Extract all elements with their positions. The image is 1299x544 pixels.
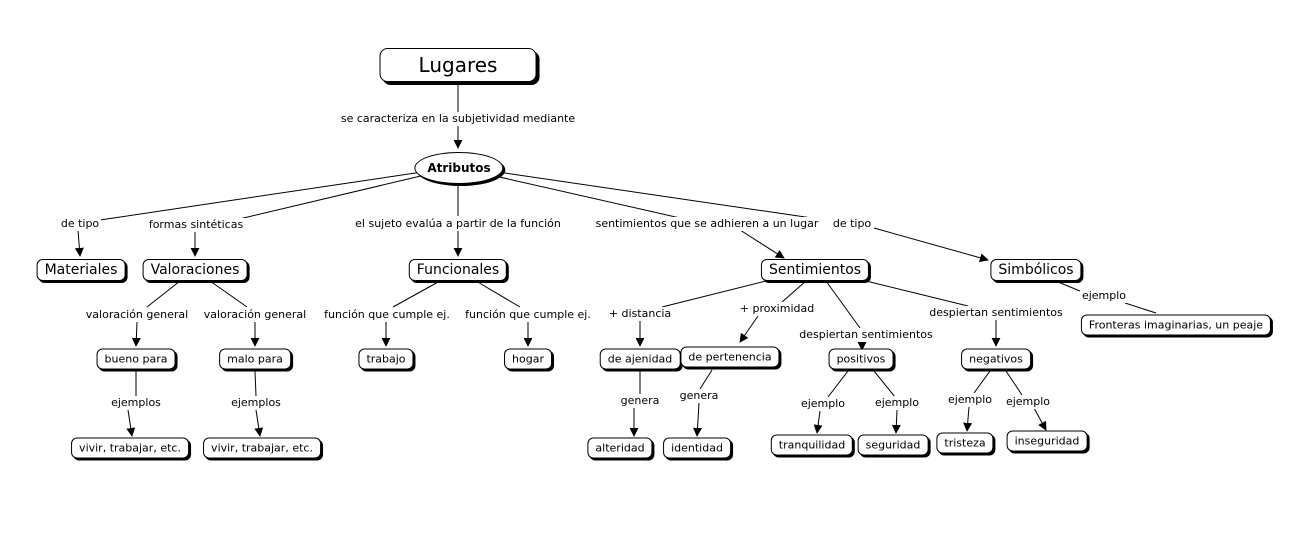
node-inseguridad[interactable]: inseguridad [1006, 430, 1088, 452]
node-positivos[interactable]: positivos [828, 348, 894, 370]
link-ejemplo-positivos-1: ejemplo [798, 397, 848, 411]
node-tristeza[interactable]: tristeza [936, 432, 994, 454]
node-negativos[interactable]: negativos [961, 348, 1031, 370]
link-sentimientos-adhieren: sentimientos que se adhieren a un lugar [593, 217, 821, 231]
link-ejemplo-simbolicos: ejemplo [1079, 289, 1129, 303]
link-valoracion-general-2: valoración general [201, 308, 309, 322]
node-tranquilidad[interactable]: tranquilidad [770, 434, 854, 456]
link-de-tipo-2: de tipo [830, 217, 874, 231]
link-despiertan-2: despiertan sentimientos [927, 306, 1065, 320]
link-genera-2: genera [677, 389, 721, 403]
node-vivir-2[interactable]: vivir, trabajar, etc. [203, 437, 321, 459]
link-sujeto-evalua: el sujeto evalúa a partir de la función [353, 217, 563, 231]
node-bueno-para[interactable]: bueno para [96, 348, 176, 370]
link-caracteriza: se caracteriza en la subjetividad median… [338, 112, 578, 126]
link-mas-proximidad: + proximidad [737, 302, 817, 316]
node-simbolicos[interactable]: Simbólicos [990, 259, 1082, 281]
node-seguridad[interactable]: seguridad [857, 434, 929, 456]
node-materiales[interactable]: Materiales [36, 259, 126, 281]
link-ejemplos-2: ejemplos [229, 396, 283, 410]
link-ejemplos-1: ejemplos [109, 396, 163, 410]
link-mas-distancia: + distancia [606, 307, 674, 321]
link-ejemplo-negativos-2: ejemplo [1003, 395, 1053, 409]
node-de-ajenidad[interactable]: de ajenidad [599, 348, 681, 370]
node-alteridad[interactable]: alteridad [587, 437, 653, 459]
node-valoraciones[interactable]: Valoraciones [142, 259, 248, 281]
node-malo-para[interactable]: malo para [219, 348, 291, 370]
link-ejemplo-negativos-1: ejemplo [945, 393, 995, 407]
link-formas-sinteticas: formas sintéticas [146, 218, 246, 232]
node-fronteras[interactable]: Fronteras imaginarias, un peaje [1080, 314, 1272, 336]
node-atributos[interactable]: Atributos [414, 152, 504, 184]
link-funcion-cumple-1: función que cumple ej. [322, 308, 452, 322]
link-valoracion-general-1: valoración general [83, 308, 191, 322]
link-ejemplo-positivos-2: ejemplo [872, 396, 922, 410]
link-funcion-cumple-2: función que cumple ej. [463, 308, 593, 322]
link-despiertan-1: despiertan sentimientos [797, 328, 935, 342]
node-lugares[interactable]: Lugares [379, 48, 537, 82]
node-funcionales[interactable]: Funcionales [408, 259, 508, 281]
node-de-pertenencia[interactable]: de pertenencia [680, 346, 780, 368]
node-vivir-1[interactable]: vivir, trabajar, etc. [71, 437, 189, 459]
node-hogar[interactable]: hogar [504, 348, 552, 370]
link-genera-1: genera [618, 394, 662, 408]
node-trabajo[interactable]: trabajo [358, 348, 414, 370]
node-identidad[interactable]: identidad [663, 437, 731, 459]
link-de-tipo-1: de tipo [58, 217, 102, 231]
node-sentimientos[interactable]: Sentimientos [760, 259, 870, 281]
